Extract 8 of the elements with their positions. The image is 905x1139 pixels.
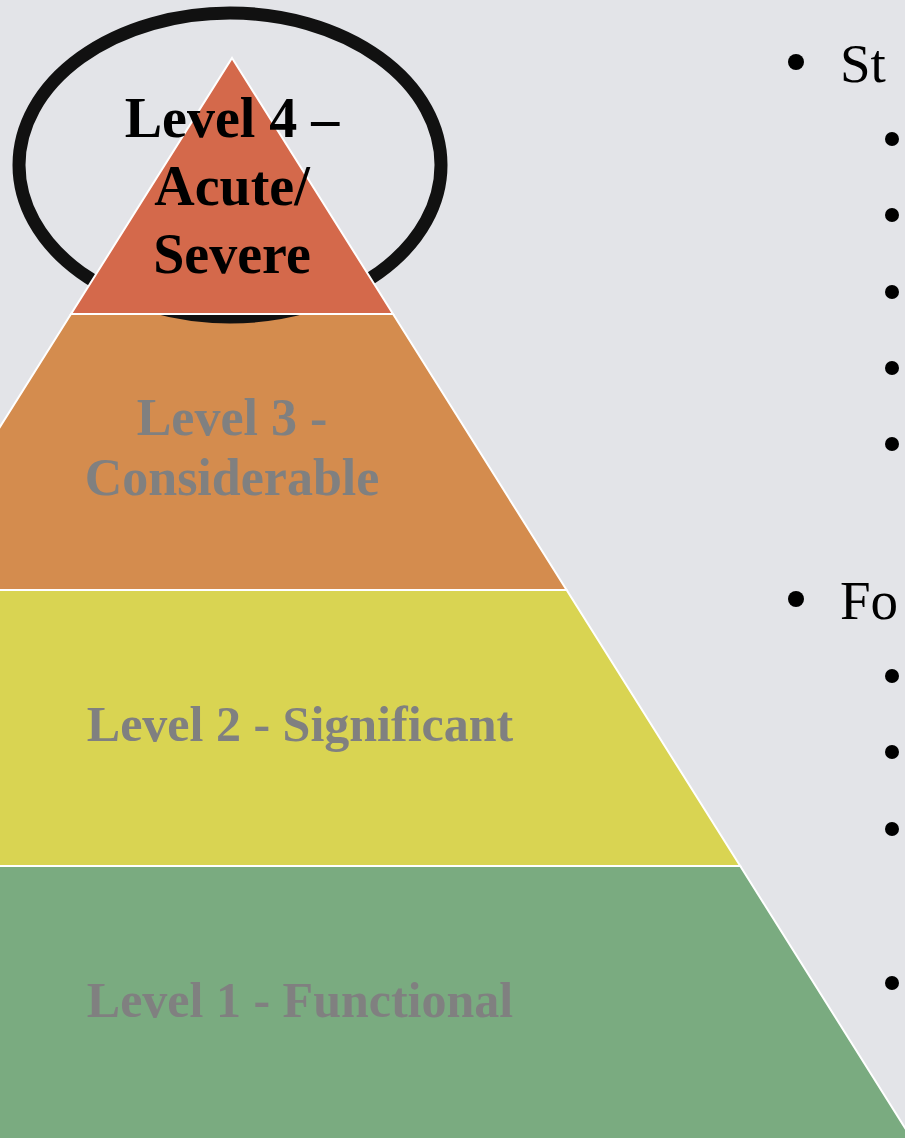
bullet-text: Fo bbox=[840, 573, 899, 628]
bullet-text: St bbox=[840, 36, 886, 91]
level-label: Level 3 - Considerable bbox=[83, 388, 381, 508]
pyramid-level bbox=[0, 590, 741, 866]
pyramid-level bbox=[0, 866, 905, 1139]
pyramid-level bbox=[0, 314, 567, 590]
level-label: Level 2 - Significant bbox=[85, 696, 515, 754]
pyramid-level bbox=[70, 58, 393, 314]
